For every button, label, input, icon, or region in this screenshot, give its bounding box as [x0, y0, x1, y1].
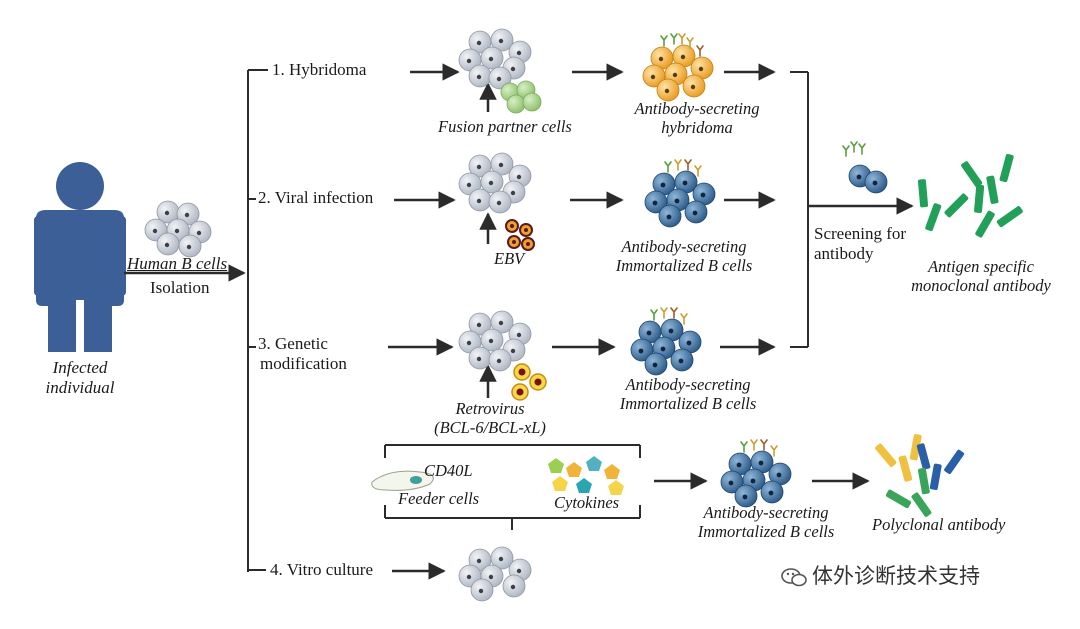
screening-line2: antibody	[814, 243, 874, 263]
person-figure	[34, 162, 126, 352]
monoclonal-line1: Antigen specific	[928, 257, 1034, 276]
monoclonal-line2: monoclonal antibody	[911, 275, 1051, 295]
screening-label: Screening for antibody	[814, 224, 906, 263]
screening-cells	[842, 141, 888, 194]
human-b-cells-label: Human B cells	[127, 254, 228, 273]
feeder-cells-label: Feeder cells	[398, 489, 480, 508]
retrovirus-line1: Retrovirus	[455, 399, 525, 418]
output-viral-line1: Antibody-secreting	[621, 237, 747, 256]
method-genetic-line2: modification	[260, 353, 347, 373]
ebv-label: EBV	[494, 249, 525, 268]
wechat-icon	[781, 568, 807, 587]
screening-line1: Screening for	[814, 224, 907, 243]
retrovirus-line2: (BCL-6/BCL-xL)	[434, 417, 546, 437]
output-hybridoma-line1: Antibody-secreting	[634, 99, 760, 118]
cytokines-label: Cytokines	[554, 493, 620, 512]
output-vitro-label: Antibody-secreting Immortalized B cells	[676, 503, 856, 542]
retrovirus-label: Retrovirus (BCL-6/BCL-xL)	[428, 399, 552, 438]
retrovirus-particles	[511, 363, 547, 401]
screening-bracket	[790, 71, 809, 348]
isolation-label: Isolation	[150, 278, 210, 297]
method-vitro-label: 4. Vitro culture	[270, 560, 374, 579]
method-hybridoma-label: 1. Hybridoma	[272, 60, 367, 79]
b-cells-cluster-genetic	[458, 310, 532, 372]
monoclonal-antibodies	[917, 153, 1023, 238]
person-label-line1: Infected	[52, 358, 108, 377]
watermark-text: 体外诊断技术支持	[812, 564, 980, 588]
method-genetic-label: 3. Genetic modification	[258, 334, 347, 373]
output-genetic-line2: Immortalized B cells	[619, 393, 757, 413]
immortalized-cells-viral	[644, 159, 716, 228]
culture-bracket	[384, 444, 641, 530]
output-genetic-line1: Antibody-secreting	[625, 375, 751, 394]
polyclonal-label: Polyclonal antibody	[872, 515, 1006, 534]
person-label: Infected individual	[40, 358, 120, 397]
output-hybridoma-line2: hybridoma	[661, 117, 733, 137]
fusion-partner-label: Fusion partner cells	[438, 117, 572, 136]
b-cells-cluster-hybridoma	[458, 28, 532, 90]
cytokine-shapes	[548, 456, 624, 495]
output-vitro-line1: Antibody-secreting	[703, 503, 829, 522]
human-b-cells-cluster	[144, 200, 212, 258]
ebv-virions	[505, 219, 535, 251]
method-genetic-line1: 3. Genetic	[258, 334, 328, 353]
method-viral-label: 2. Viral infection	[258, 188, 374, 207]
person-label-line2: individual	[45, 377, 115, 397]
polyclonal-antibodies	[875, 434, 965, 517]
output-vitro-line2: Immortalized B cells	[697, 521, 835, 541]
output-viral-line2: Immortalized B cells	[615, 255, 753, 275]
immortalized-cells-genetic	[630, 307, 702, 376]
b-cells-cluster-viral	[458, 152, 532, 214]
monoclonal-label: Antigen specific monoclonal antibody	[896, 257, 1066, 296]
output-genetic-label: Antibody-secreting Immortalized B cells	[598, 375, 778, 414]
b-cells-cluster-vitro	[458, 546, 532, 602]
immortalized-cells-culture	[720, 439, 792, 508]
output-hybridoma-label: Antibody-secreting hybridoma	[612, 99, 782, 138]
feeder-cell	[371, 470, 434, 491]
output-viral-label: Antibody-secreting Immortalized B cells	[594, 237, 774, 276]
fusion-partner-cells	[500, 80, 542, 114]
method-bracket	[247, 69, 268, 572]
cd40l-label: CD40L	[424, 461, 473, 480]
hybridoma-cells	[642, 33, 714, 102]
